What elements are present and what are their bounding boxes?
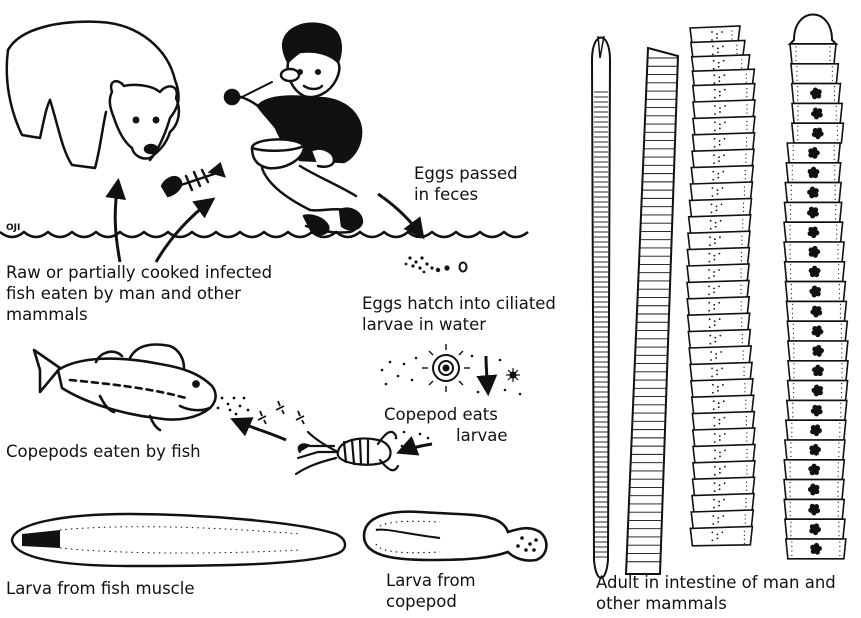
adult-worm-gravid-segments: [784, 15, 848, 559]
label-eggs-passed: Eggs passed in feces: [414, 163, 518, 205]
eggs-in-water: [405, 256, 467, 273]
fish-illustration: [34, 345, 216, 431]
spray-dots: [217, 397, 250, 416]
water-surface-line: [0, 232, 528, 237]
larva-copepod-illustration: [364, 512, 546, 561]
arrow-to-bear: [115, 182, 120, 262]
man-eating-illustration: [225, 24, 362, 234]
label-adult: Adult in intestine of man and other mamm…: [596, 572, 836, 614]
arrow-eggs-to-copepod: [486, 356, 488, 392]
label-copepods-eaten: Copepods eaten by fish: [6, 441, 201, 462]
adult-worm-neck: [626, 48, 678, 574]
swimming-copepods: [258, 401, 304, 424]
adult-worm-scolex: [592, 36, 610, 578]
label-copepod-eats: Copepod eats larvae: [384, 404, 508, 446]
label-larva-fish-muscle: Larva from fish muscle: [6, 578, 194, 599]
label-raw-fish: Raw or partially cooked infected fish ea…: [6, 262, 272, 325]
arrow-to-man: [156, 200, 212, 262]
label-eggs-hatch: Eggs hatch into ciliated larvae in water: [362, 293, 556, 335]
bear-illustration: [7, 22, 179, 168]
label-larva-copepod: Larva from copepod: [386, 570, 476, 612]
copepod-illustration: [296, 432, 398, 474]
ciliated-larva-icon: [422, 344, 520, 392]
artist-mark: OJI: [6, 218, 20, 239]
adult-worm-mature-segments: [687, 26, 755, 546]
fish-skeleton-icon: [162, 164, 224, 196]
arrow-copepod-to-fish: [234, 420, 286, 440]
larva-fish-muscle-illustration: [12, 514, 345, 566]
